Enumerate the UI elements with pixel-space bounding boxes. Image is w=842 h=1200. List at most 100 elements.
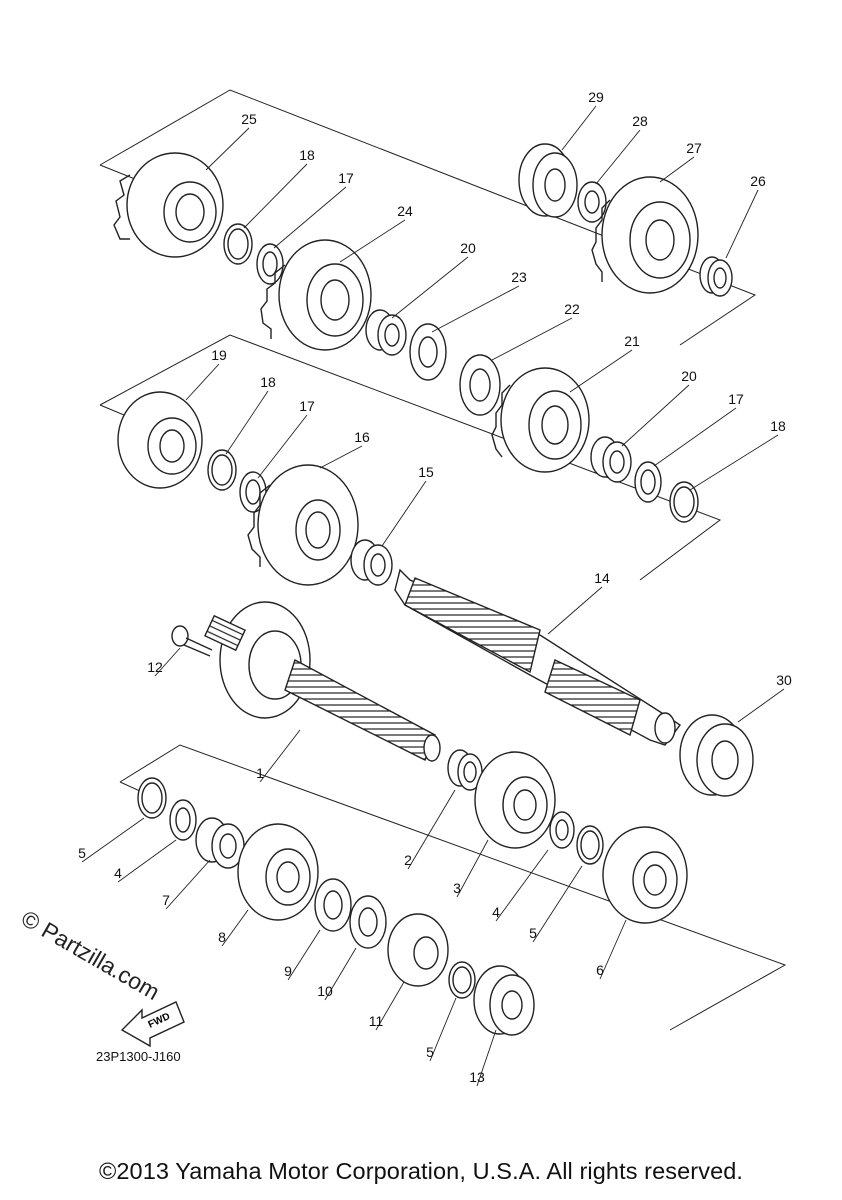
part-label-21: 21 <box>624 333 640 349</box>
leader-line-17 <box>257 414 308 479</box>
lock-washer-9 <box>314 878 352 932</box>
leader-line-9 <box>287 929 321 981</box>
leader-line-20 <box>391 256 469 319</box>
bearing-29 <box>518 143 578 218</box>
part-label-12: 12 <box>147 659 163 675</box>
leader-line-26 <box>725 189 759 259</box>
screw-12 <box>171 625 213 657</box>
circlip-18-middle <box>207 449 237 491</box>
part-label-30: 30 <box>776 672 792 688</box>
part-label-29: 29 <box>588 89 604 105</box>
part-label-15: 15 <box>418 464 434 480</box>
washer-4-right <box>549 811 575 849</box>
leader-line-20 <box>621 384 690 447</box>
bearing-7 <box>195 817 245 869</box>
washer-28 <box>577 181 607 223</box>
part-label-17: 17 <box>299 398 315 414</box>
gear-21 <box>491 367 590 473</box>
leader-line-23 <box>431 285 520 333</box>
leader-line-5 <box>81 817 145 863</box>
leader-line-21 <box>569 349 633 393</box>
part-label-17: 17 <box>338 170 354 186</box>
circlip-18-upper <box>223 223 253 265</box>
gear-24 <box>260 239 372 351</box>
part-label-20: 20 <box>460 240 476 256</box>
leader-line-18 <box>689 434 779 491</box>
leader-line-5 <box>429 997 457 1062</box>
circlip-5-lower <box>448 961 476 999</box>
part-label-19: 19 <box>211 347 227 363</box>
leader-line-8 <box>221 909 249 947</box>
part-label-28: 28 <box>632 113 648 129</box>
part-label-25: 25 <box>241 111 257 127</box>
part-label-23: 23 <box>511 269 527 285</box>
leader-line-18 <box>243 163 308 229</box>
part-label-18: 18 <box>770 418 786 434</box>
part-label-3: 3 <box>453 880 461 896</box>
leader-line-4 <box>117 839 177 883</box>
leader-line-12 <box>154 647 181 677</box>
lock-washer-10 <box>349 895 387 949</box>
part-label-16: 16 <box>354 429 370 445</box>
bearing-30 <box>679 714 754 797</box>
leader-line-14 <box>547 586 603 635</box>
gear-19 <box>117 391 203 489</box>
leader-line-1 <box>259 729 301 783</box>
gear-8 <box>237 823 319 921</box>
leader-line-17 <box>273 186 347 249</box>
collar-15 <box>350 539 393 586</box>
leader-line-22 <box>491 317 573 361</box>
fwd-arrow-icon: FWD <box>120 1001 185 1048</box>
part-label-18: 18 <box>299 147 315 163</box>
diagram-code: 23P1300-J160 <box>96 1049 181 1064</box>
gear-6 <box>602 826 688 924</box>
part-label-14: 14 <box>594 570 610 586</box>
leader-line-28 <box>595 129 641 185</box>
part-label-13: 13 <box>469 1069 485 1085</box>
part-label-8: 8 <box>218 929 226 945</box>
circlip-18-right <box>669 481 699 523</box>
gear-27 <box>591 176 699 294</box>
gear-25 <box>113 152 224 258</box>
gear-3 <box>474 751 556 849</box>
part-label-9: 9 <box>284 963 292 979</box>
leader-line-3 <box>456 839 489 898</box>
part-label-4: 4 <box>492 904 500 920</box>
circlip-5-left <box>137 777 167 819</box>
part-label-4: 4 <box>114 865 122 881</box>
leader-line-15 <box>381 480 427 547</box>
part-label-24: 24 <box>397 203 413 219</box>
leader-line-6 <box>599 919 627 980</box>
part-label-18: 18 <box>260 374 276 390</box>
part-label-5: 5 <box>426 1044 434 1060</box>
leader-line-2 <box>407 789 456 870</box>
part-label-6: 6 <box>596 962 604 978</box>
part-label-27: 27 <box>686 140 702 156</box>
leader-line-25 <box>205 127 250 171</box>
part-labels: 2518172420232928272622212017181918171615… <box>78 89 792 1087</box>
leader-line-10 <box>324 947 357 1001</box>
part-label-22: 22 <box>564 301 580 317</box>
leader-line-24 <box>339 219 406 263</box>
bearing-20-right <box>590 436 632 483</box>
part-label-26: 26 <box>750 173 766 189</box>
leader-line-18 <box>225 390 269 455</box>
leader-line-13 <box>476 1029 497 1087</box>
part-label-20: 20 <box>681 368 697 384</box>
leader-line-7 <box>165 859 211 910</box>
part-label-2: 2 <box>404 852 412 868</box>
part-label-5: 5 <box>529 925 537 941</box>
part-label-17: 17 <box>728 391 744 407</box>
part-label-7: 7 <box>162 892 170 908</box>
lock-washer-22 <box>459 354 501 416</box>
leader-line-4 <box>495 849 549 922</box>
leader-line-17 <box>653 407 737 467</box>
gear-16 <box>247 464 359 586</box>
bearing-13 <box>473 965 535 1036</box>
collar-26 <box>699 256 733 297</box>
part-label-5: 5 <box>78 845 86 861</box>
leader-line-16 <box>319 445 363 469</box>
gear-11 <box>387 913 449 987</box>
main-axle-1 <box>204 601 441 762</box>
